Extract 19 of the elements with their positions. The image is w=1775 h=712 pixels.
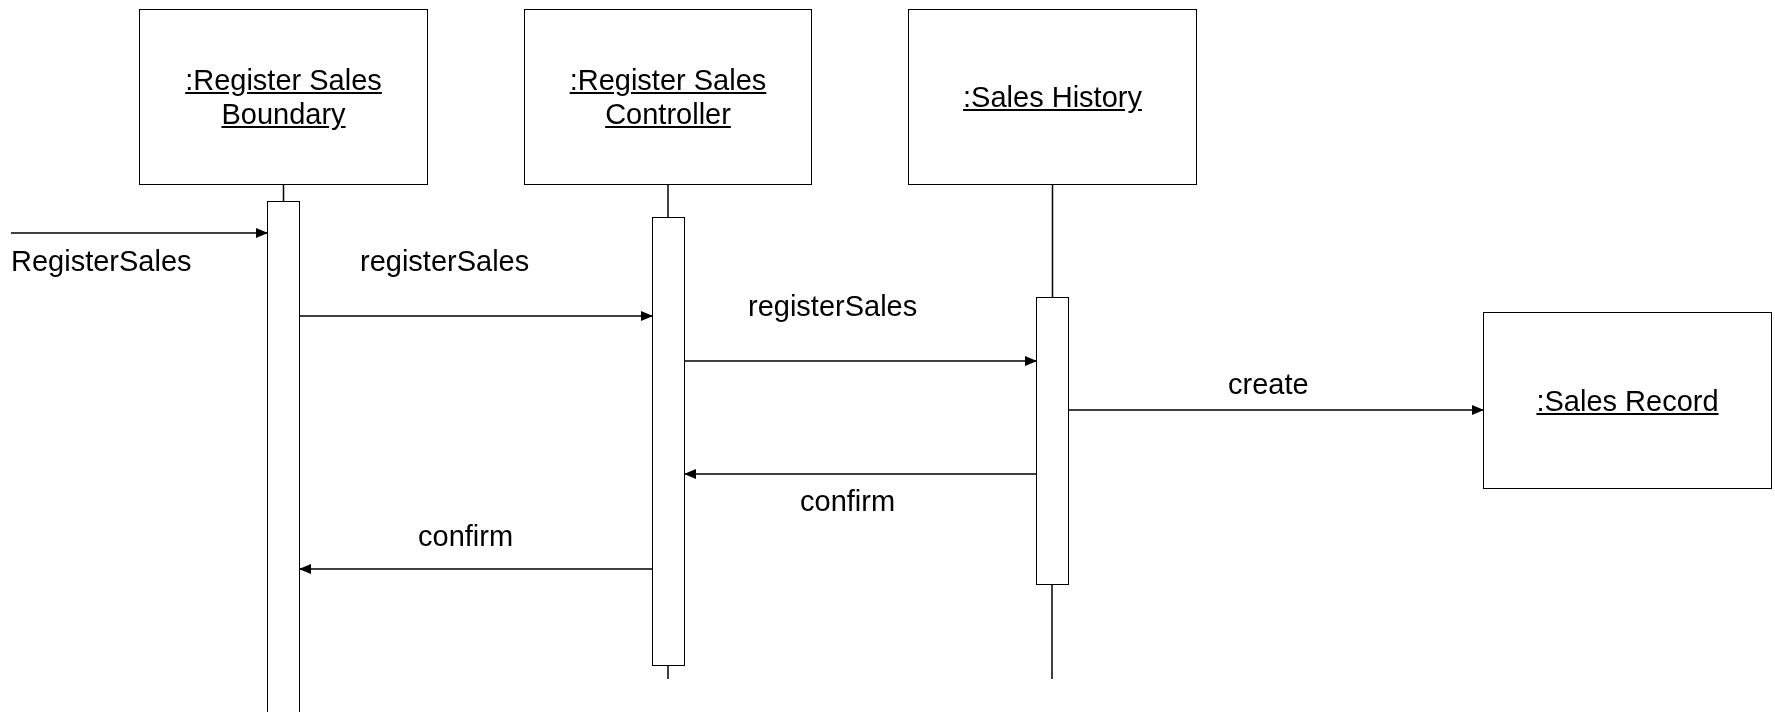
object-name: :Sales Record bbox=[1536, 383, 1719, 418]
activation-bar bbox=[652, 217, 685, 666]
message-arrow bbox=[1068, 405, 1484, 415]
activation-bar bbox=[267, 201, 300, 712]
object-box bbox=[524, 9, 812, 185]
message-arrow bbox=[684, 356, 1037, 366]
object-name: :Register Sales Boundary bbox=[184, 63, 383, 131]
object-box bbox=[1483, 312, 1772, 489]
lifeline bbox=[667, 184, 669, 218]
object-box bbox=[139, 9, 428, 185]
activation-bar bbox=[1036, 297, 1069, 585]
lifeline bbox=[1051, 184, 1054, 298]
object-box bbox=[908, 9, 1197, 185]
message-arrow bbox=[299, 311, 653, 321]
object-name: :Register Sales Controller bbox=[568, 63, 768, 131]
object-name: :Sales History bbox=[963, 80, 1142, 114]
message-arrow bbox=[10, 228, 268, 238]
message-arrow bbox=[684, 469, 1037, 479]
message-arrow bbox=[299, 564, 653, 574]
